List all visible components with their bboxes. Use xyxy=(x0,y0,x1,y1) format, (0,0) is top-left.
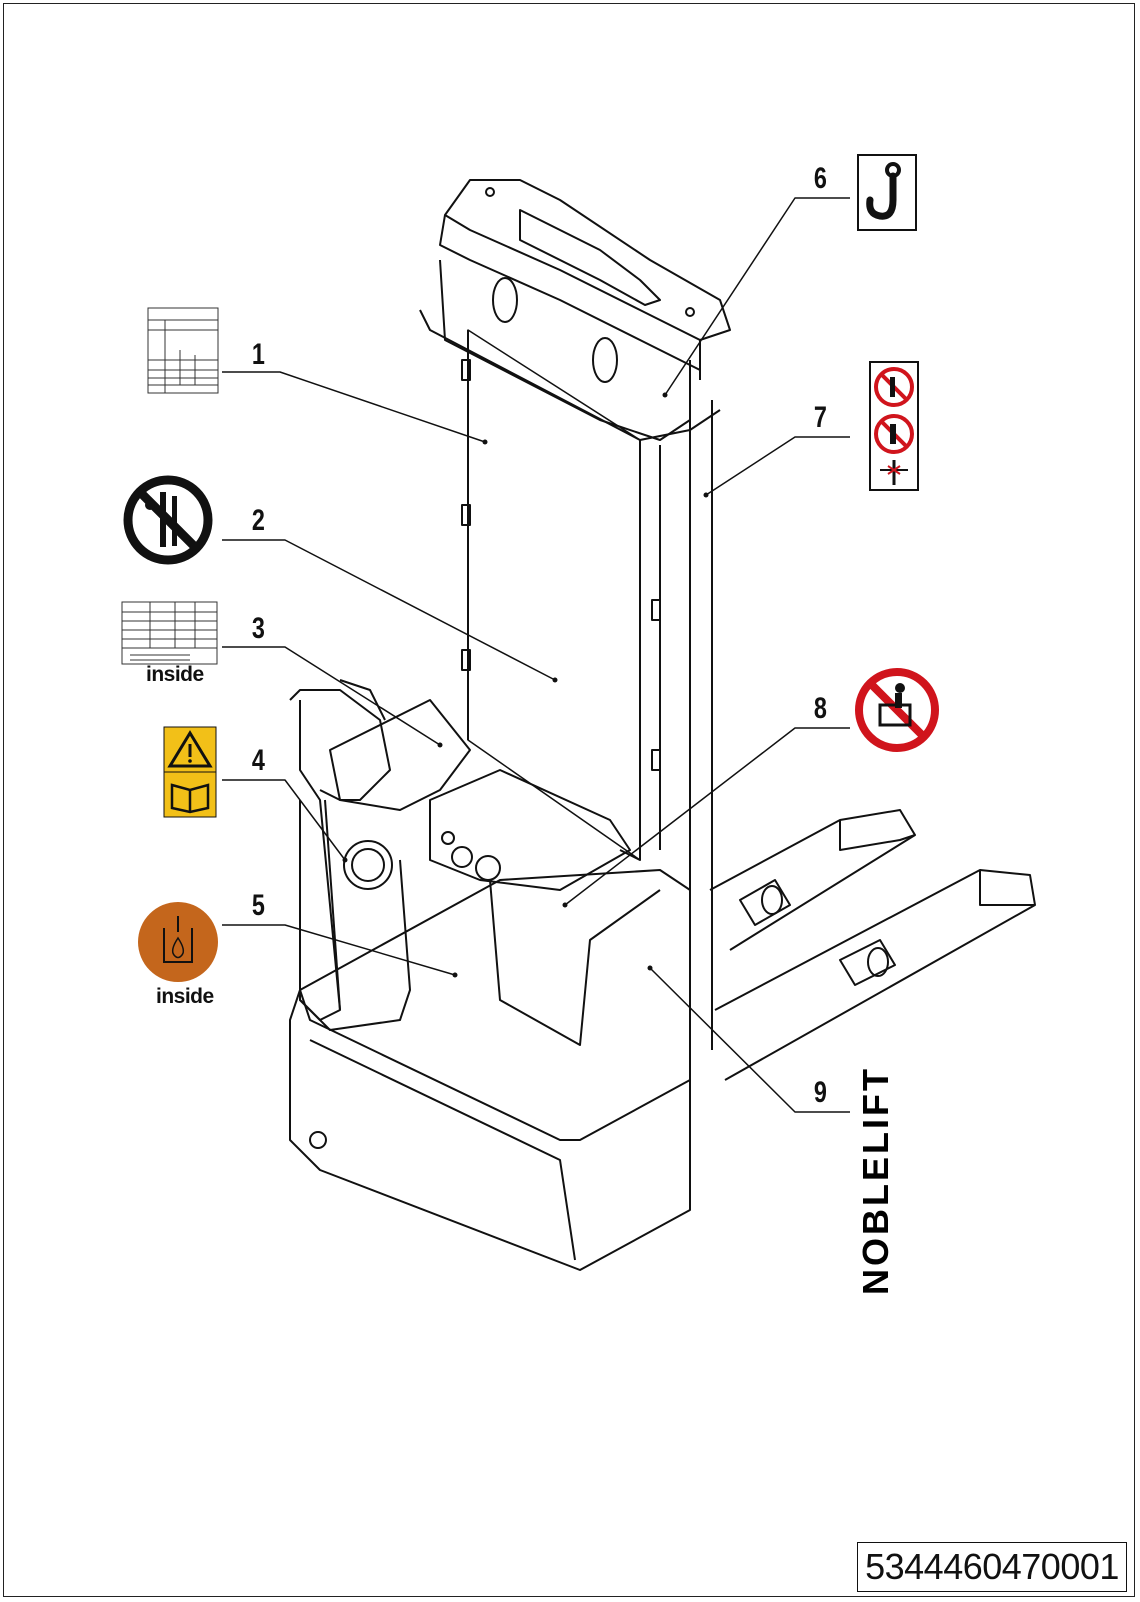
leader-lines xyxy=(222,197,850,1113)
label-inside-3: inside xyxy=(146,663,204,686)
tiller-arm xyxy=(289,679,391,1021)
no-standing-under-fork-icon xyxy=(869,361,919,491)
lifting-hook-icon xyxy=(857,154,917,231)
nameplate-label-icon xyxy=(121,601,218,665)
truck-body xyxy=(289,699,691,1271)
hydraulic-oil-icon xyxy=(138,902,218,982)
brand-logo-text: NOBLELIFT xyxy=(855,1066,896,1295)
callout-2: 2 xyxy=(252,503,265,536)
warning-read-manual-icon xyxy=(163,726,217,818)
capacity-chart-label-icon xyxy=(147,307,219,394)
callout-8: 8 xyxy=(814,691,827,724)
mast-channels xyxy=(461,330,713,1050)
callout-7: 7 xyxy=(814,400,827,433)
drawing-frame xyxy=(3,3,1135,1597)
callout-1: 1 xyxy=(252,337,265,370)
drawing-number: 5344460470001 xyxy=(857,1542,1127,1592)
no-riding-icon xyxy=(855,668,939,752)
callout-9: 9 xyxy=(814,1075,827,1108)
mast-guard-plate xyxy=(467,329,641,861)
forks xyxy=(709,809,1036,1081)
callout-5: 5 xyxy=(252,888,265,921)
label-inside-5: inside xyxy=(156,985,214,1008)
callout-4: 4 xyxy=(252,743,265,776)
callout-6: 6 xyxy=(814,161,827,194)
callout-3: 3 xyxy=(252,611,265,644)
no-hands-through-mast-icon xyxy=(123,475,213,565)
mast-top-assembly xyxy=(419,179,731,441)
